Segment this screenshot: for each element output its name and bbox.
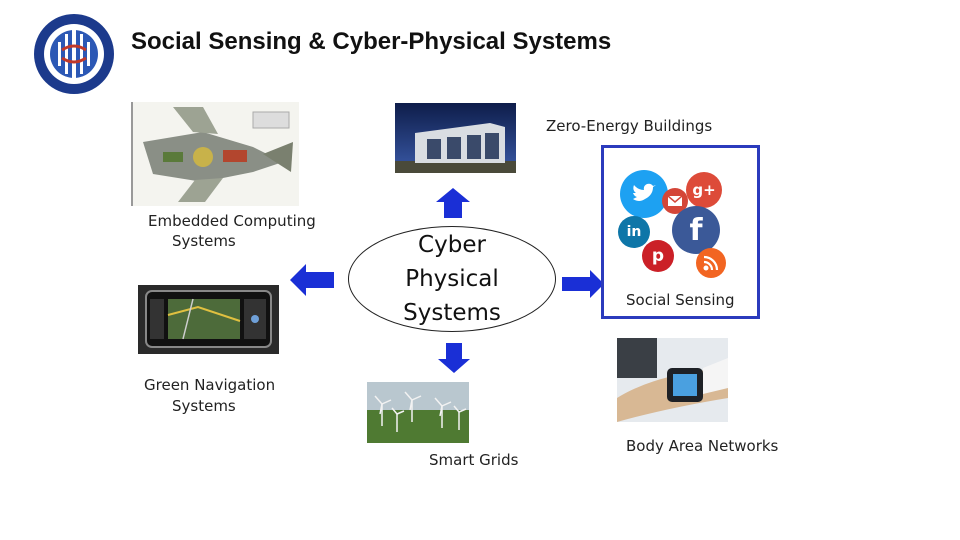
- embedded-computing-label-line1: Embedded Computing: [148, 212, 316, 230]
- social-sensing-label: Social Sensing: [626, 291, 735, 309]
- green-navigation-label-line1: Green Navigation: [144, 376, 276, 394]
- body-area-networks-label: Body Area Networks: [626, 437, 779, 455]
- arrow-right: [562, 270, 604, 298]
- page-title: Social Sensing & Cyber-Physical Systems: [131, 28, 612, 55]
- google-plus-icon: g+: [686, 172, 722, 208]
- fighter-jet-image: [131, 102, 299, 206]
- cyber-physical-systems-node: Cyber Physical Systems: [348, 226, 556, 332]
- facebook-icon: f: [672, 206, 720, 254]
- university-logo: [32, 12, 116, 96]
- zero-energy-building-image: [395, 103, 516, 173]
- linkedin-icon: in: [618, 216, 650, 248]
- zero-energy-buildings-label: Zero-Energy Buildings: [546, 117, 713, 135]
- arrow-up: [436, 188, 470, 218]
- center-label-line2: Physical: [405, 266, 499, 292]
- rss-icon: [696, 248, 726, 278]
- center-label-line3: Systems: [403, 300, 501, 326]
- twitter-icon: [620, 170, 668, 218]
- green-navigation-label-line2: Systems: [172, 397, 236, 415]
- pinterest-icon: p: [642, 240, 674, 272]
- embedded-computing-label-line2: Systems: [172, 232, 236, 250]
- arrow-left: [290, 264, 334, 296]
- center-label-line1: Cyber: [418, 232, 486, 258]
- green-navigation-image: [138, 285, 279, 354]
- smart-grids-label: Smart Grids: [429, 451, 519, 469]
- social-sensing-box: g+ in f p Social Sensing: [601, 145, 760, 319]
- arrow-down: [438, 343, 470, 373]
- smart-grids-image: [367, 382, 469, 443]
- body-area-networks-image: [617, 338, 728, 422]
